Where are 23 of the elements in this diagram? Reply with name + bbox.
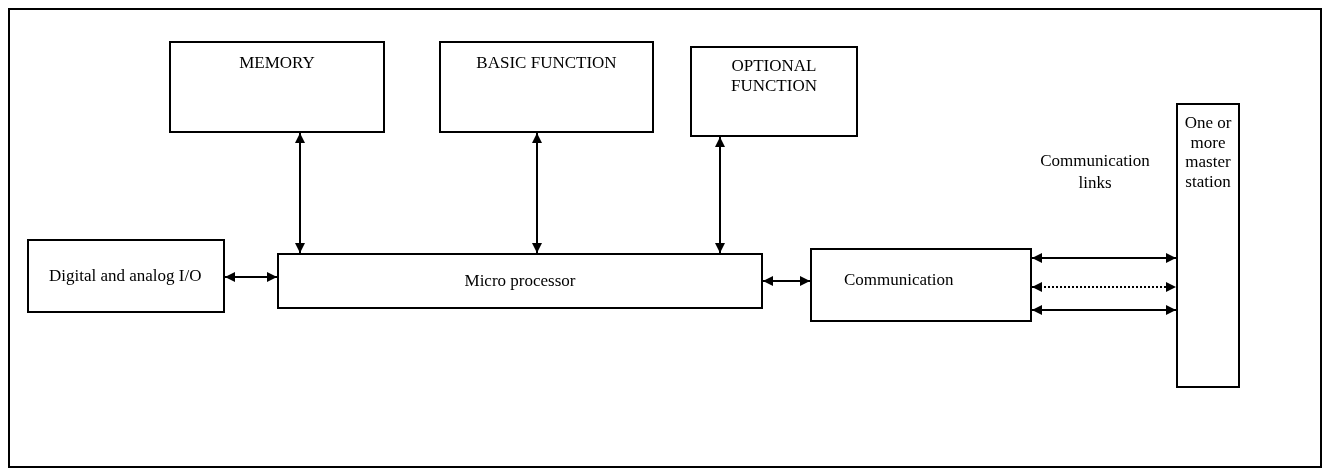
arrow <box>715 136 725 254</box>
block-label: BASIC FUNCTION <box>476 53 617 73</box>
block-box <box>690 46 858 137</box>
block-label: MEMORY <box>239 53 315 73</box>
arrow <box>762 276 811 286</box>
block-box <box>1176 103 1240 388</box>
arrow <box>224 272 278 282</box>
block-box <box>277 253 763 309</box>
arrow <box>1031 253 1177 263</box>
arrow <box>1031 305 1177 315</box>
block-label: Digital and analog I/O <box>49 266 202 286</box>
arrow <box>1031 282 1177 292</box>
arrow <box>532 132 542 254</box>
block-box <box>169 41 385 133</box>
block-label: Micro processor <box>464 271 576 291</box>
block-box <box>27 239 225 313</box>
link-label: Communication links <box>1040 150 1150 195</box>
block-box <box>810 248 1032 322</box>
block-label: One or more master station <box>1183 113 1233 192</box>
arrow <box>295 132 305 254</box>
block-box <box>439 41 654 133</box>
block-label: OPTIONAL FUNCTION <box>730 56 818 96</box>
block-label: Communication <box>844 270 954 290</box>
